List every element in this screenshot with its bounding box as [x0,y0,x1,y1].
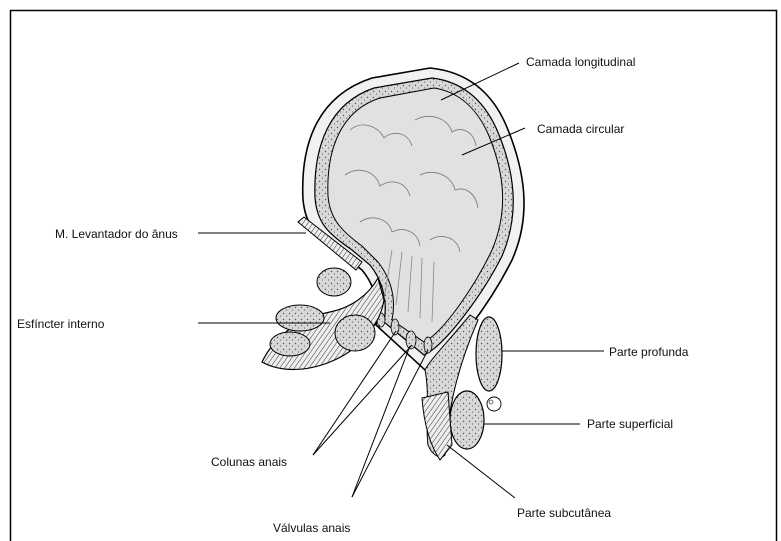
label-camada-longitudinal: Camada longitudinal [526,55,635,69]
label-camada-circular: Camada circular [537,122,624,136]
subcutaneous-part [422,392,452,460]
label-valvulas-anais: Válvulas anais [273,521,350,535]
label-esfincter-interno: Esfíncter interno [17,317,105,331]
label-colunas-anais: Colunas anais [211,455,287,469]
label-parte-superficial: Parte superficial [587,417,673,431]
label-levantador-do-anus: M. Levantador do ânus [55,227,178,241]
rectum-illustration [262,68,524,460]
label-parte-profunda: Parte profunda [609,345,689,359]
label-parte-subcutanea: Parte subcutânea [517,506,611,520]
